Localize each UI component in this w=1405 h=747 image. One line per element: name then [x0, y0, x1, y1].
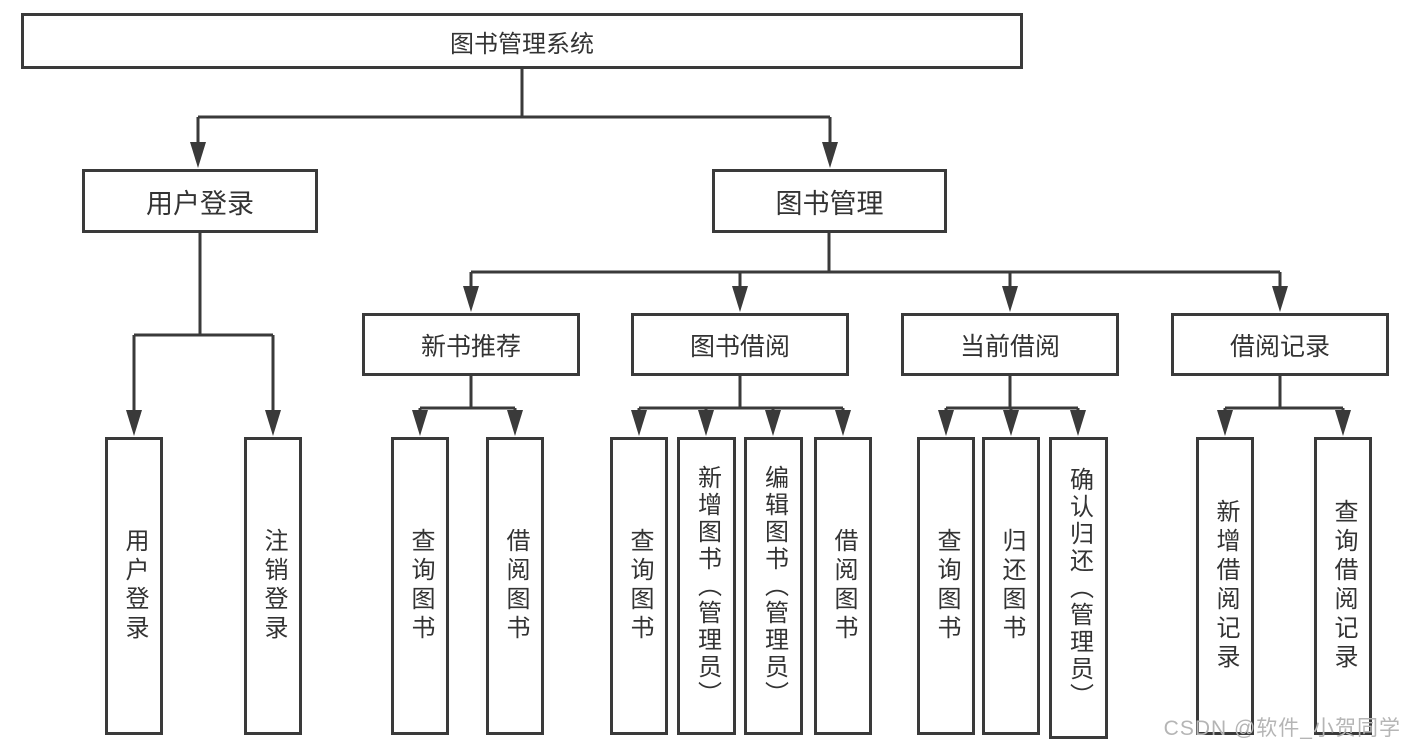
node-label: 用户登录	[146, 188, 254, 219]
leaf-return-books: 归还图书	[982, 437, 1040, 735]
node-label: 新增图书（管理员）	[693, 464, 721, 708]
node-label: 归还图书	[998, 528, 1025, 644]
leaf-logout: 注销登录	[244, 437, 302, 735]
node-label: 图书借阅	[689, 332, 790, 361]
node-current-borrowing: 当前借阅	[901, 313, 1119, 376]
node-book-management: 图书管理	[712, 169, 947, 233]
leaf-add-books-admin: 新增图书（管理员）	[677, 437, 736, 735]
node-label: 查询借阅记录	[1330, 499, 1357, 673]
node-label: 确认归还（管理员）	[1065, 466, 1093, 710]
leaf-query-books: 查询图书	[917, 437, 975, 735]
leaf-borrow-books: 借阅图书	[486, 437, 544, 735]
leaf-edit-books-admin: 编辑图书（管理员）	[744, 437, 803, 735]
leaf-confirm-return-admin: 确认归还（管理员）	[1049, 437, 1108, 739]
node-label: 当前借阅	[959, 332, 1060, 361]
leaf-query-books: 查询图书	[610, 437, 668, 735]
node-label: 借阅图书	[502, 528, 529, 644]
node-label: 查询图书	[933, 528, 960, 644]
node-label: 查询图书	[407, 528, 434, 644]
node-label: 图书管理	[775, 188, 884, 219]
leaf-query-books: 查询图书	[391, 437, 449, 735]
leaf-add-borrow-record: 新增借阅记录	[1196, 437, 1254, 735]
leaf-borrow-books: 借阅图书	[814, 437, 872, 735]
node-label: 编辑图书（管理员）	[760, 464, 788, 708]
node-new-book-recommend: 新书推荐	[362, 313, 580, 376]
node-label: 新书推荐	[420, 332, 521, 361]
node-label: 查询图书	[626, 528, 653, 644]
node-library-system: 图书管理系统	[21, 13, 1023, 69]
csdn-watermark: CSDN @软件_小贺同学	[1163, 717, 1401, 740]
node-label: 新增借阅记录	[1212, 499, 1239, 673]
node-book-borrowing: 图书借阅	[631, 313, 849, 376]
node-label: 图书管理系统	[450, 30, 594, 58]
node-user-login: 用户登录	[82, 169, 318, 233]
node-label: 借阅图书	[830, 528, 857, 644]
node-label: 用户登录	[121, 528, 148, 644]
leaf-query-borrow-record: 查询借阅记录	[1314, 437, 1372, 735]
node-borrow-records: 借阅记录	[1171, 313, 1389, 376]
node-label: 注销登录	[260, 528, 287, 644]
node-label: 借阅记录	[1229, 332, 1330, 361]
leaf-user-login: 用户登录	[105, 437, 163, 735]
arrowheads	[126, 142, 1351, 436]
